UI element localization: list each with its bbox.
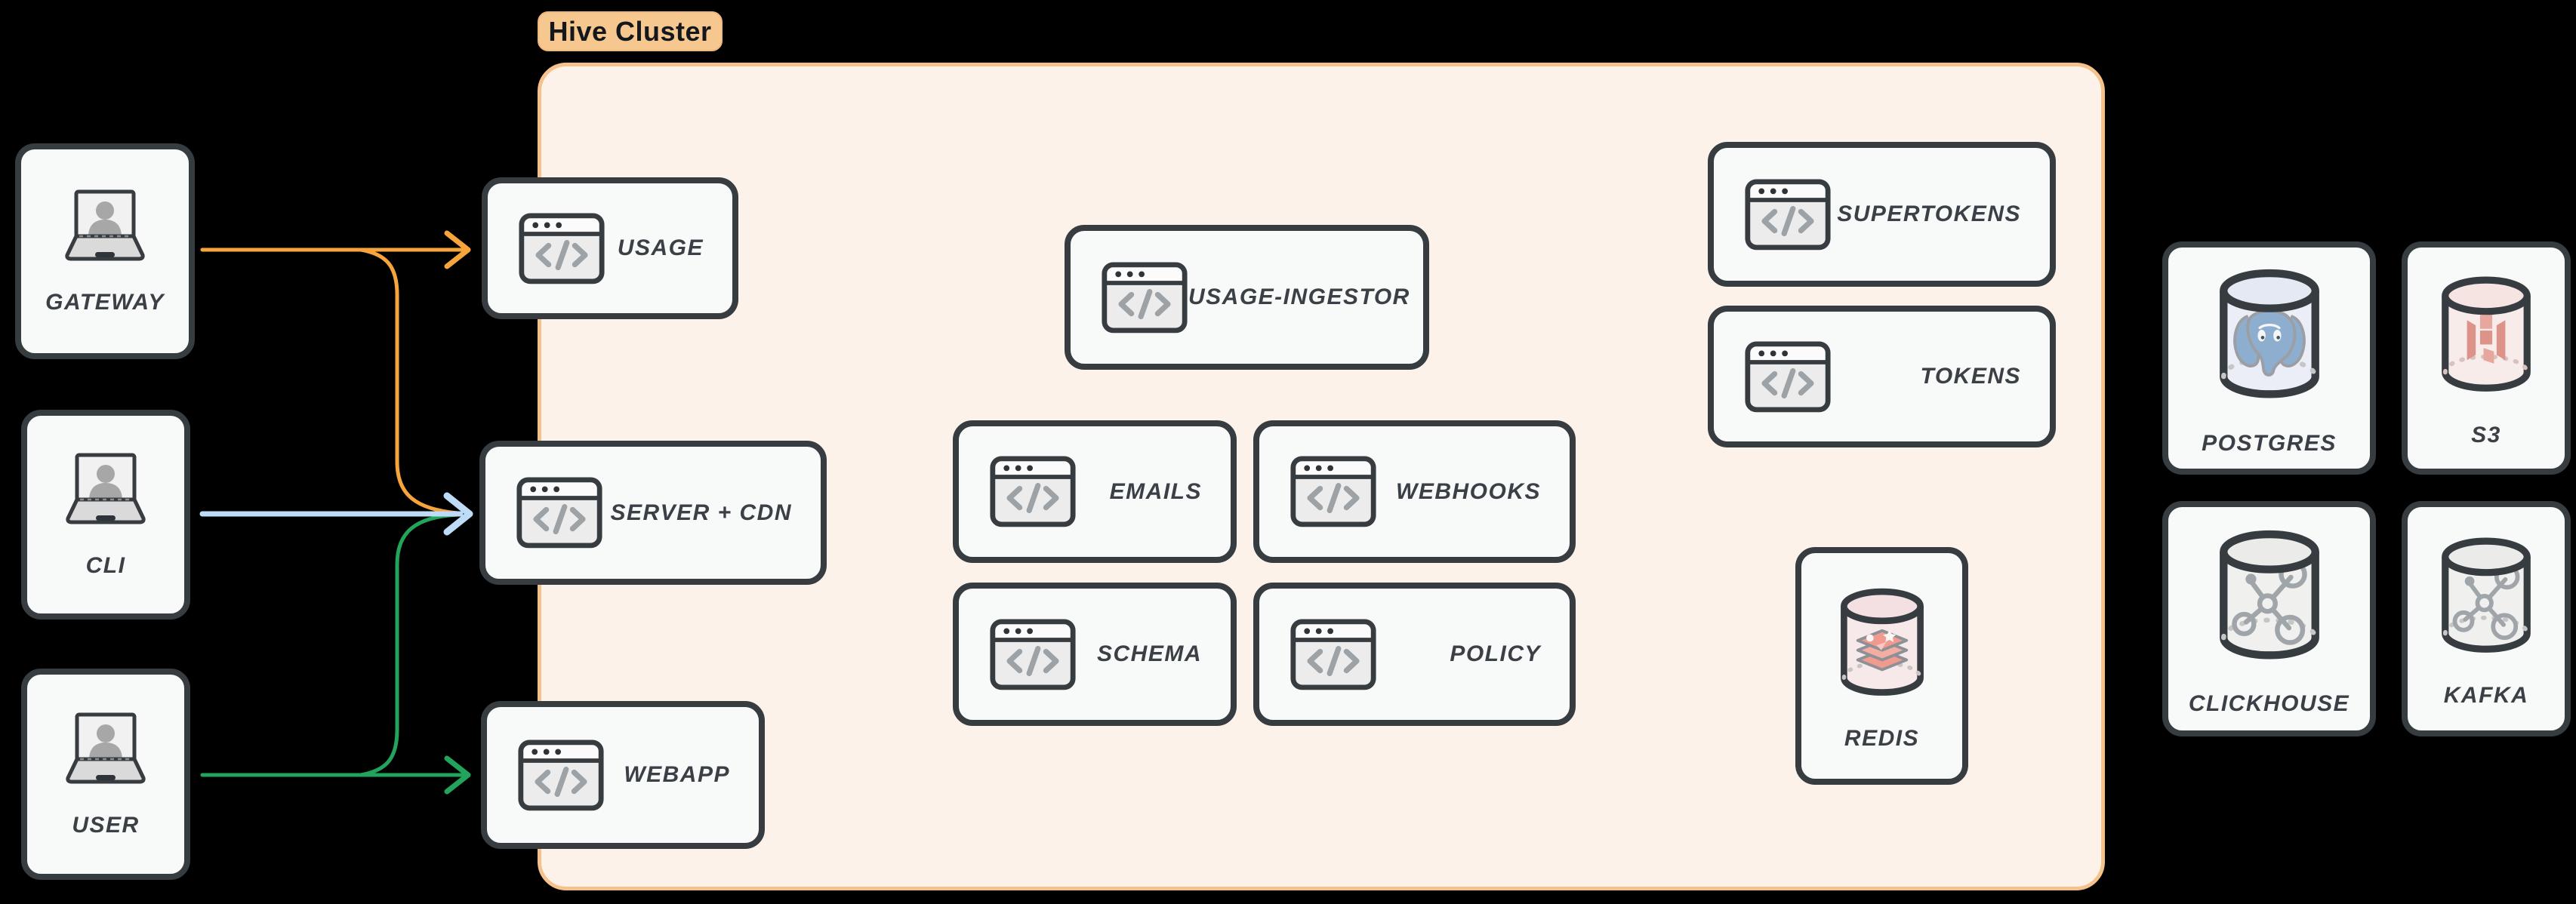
node-label-webhooks: WEBHOOKS	[1396, 478, 1541, 504]
code-window-icon	[519, 213, 605, 284]
redis-database-icon	[1840, 588, 1924, 696]
node-policy: POLICY	[1253, 583, 1576, 726]
code-window-icon	[1290, 456, 1376, 527]
node-label-user: USER	[72, 813, 140, 838]
node-label-clickhouse: CLICKHOUSE	[2188, 691, 2350, 717]
node-label-policy: POLICY	[1450, 641, 1541, 666]
code-window-icon	[990, 456, 1076, 527]
edge-gateway-server-cdn	[359, 248, 461, 515]
node-label-cli: CLI	[85, 553, 126, 578]
node-label-schema: SCHEMA	[1096, 641, 1202, 666]
node-schema: SCHEMA	[953, 583, 1237, 726]
node-cli: CLI	[21, 410, 190, 620]
code-window-icon	[1290, 619, 1376, 690]
node-label-s3: S3	[2471, 422, 2501, 447]
node-label-webapp: WEBAPP	[624, 762, 730, 787]
node-label-gateway: GATEWAY	[45, 290, 165, 315]
node-clickhouse: CLICKHOUSE	[2162, 501, 2376, 736]
node-usage: USAGE	[482, 177, 738, 319]
node-server-cdn: SERVER + CDN	[479, 441, 827, 585]
node-s3: S3	[2402, 241, 2571, 475]
kafka-database-icon	[2442, 537, 2531, 653]
node-redis: REDIS	[1795, 547, 1968, 785]
node-label-redis: REDIS	[1844, 725, 1920, 751]
node-label-postgres: POSTGRES	[2202, 430, 2337, 456]
code-window-icon	[516, 477, 602, 549]
node-user: USER	[21, 669, 190, 880]
node-emails: EMAILS	[953, 420, 1237, 563]
node-label-usage: USAGE	[617, 235, 704, 260]
hive-cluster-badge: Hive Cluster	[538, 11, 723, 51]
code-window-icon	[990, 619, 1076, 690]
edge-user-webapp-arrowhead-icon	[444, 755, 471, 795]
node-label-supertokens: SUPERTOKENS	[1837, 201, 2021, 226]
code-window-icon	[518, 739, 604, 810]
laptop-user-icon	[66, 453, 146, 524]
edge-user-server-cdn	[359, 512, 461, 777]
node-kafka: KAFKA	[2402, 501, 2571, 736]
node-webhooks: WEBHOOKS	[1253, 420, 1576, 563]
edge-cli-server-cdn-arrowhead-icon	[443, 492, 473, 536]
s3-database-icon	[2442, 276, 2531, 392]
node-usage-ingestor: USAGE-INGESTOR	[1065, 225, 1429, 370]
node-supertokens: SUPERTOKENS	[1708, 142, 2056, 287]
node-tokens: TOKENS	[1708, 306, 2056, 447]
edge-gateway-usage-arrowhead-icon	[444, 230, 471, 269]
laptop-user-icon	[66, 712, 146, 784]
node-postgres: POSTGRES	[2162, 241, 2376, 475]
laptop-user-icon	[65, 189, 145, 261]
clickhouse-database-icon	[2219, 530, 2319, 660]
node-label-tokens: TOKENS	[1920, 364, 2021, 389]
node-webapp: WEBAPP	[481, 701, 765, 849]
hive-cluster-label: Hive Cluster	[548, 15, 712, 47]
node-label-kafka: KAFKA	[2443, 683, 2529, 709]
code-window-icon	[1745, 341, 1831, 412]
node-label-usage-ingestor: USAGE-INGESTOR	[1188, 284, 1410, 309]
node-gateway: GATEWAY	[15, 143, 195, 359]
node-label-emails: EMAILS	[1109, 478, 1202, 504]
node-label-server-cdn: SERVER + CDN	[610, 500, 792, 525]
code-window-icon	[1102, 262, 1188, 333]
postgres-database-icon	[2219, 269, 2319, 398]
code-window-icon	[1745, 179, 1831, 250]
